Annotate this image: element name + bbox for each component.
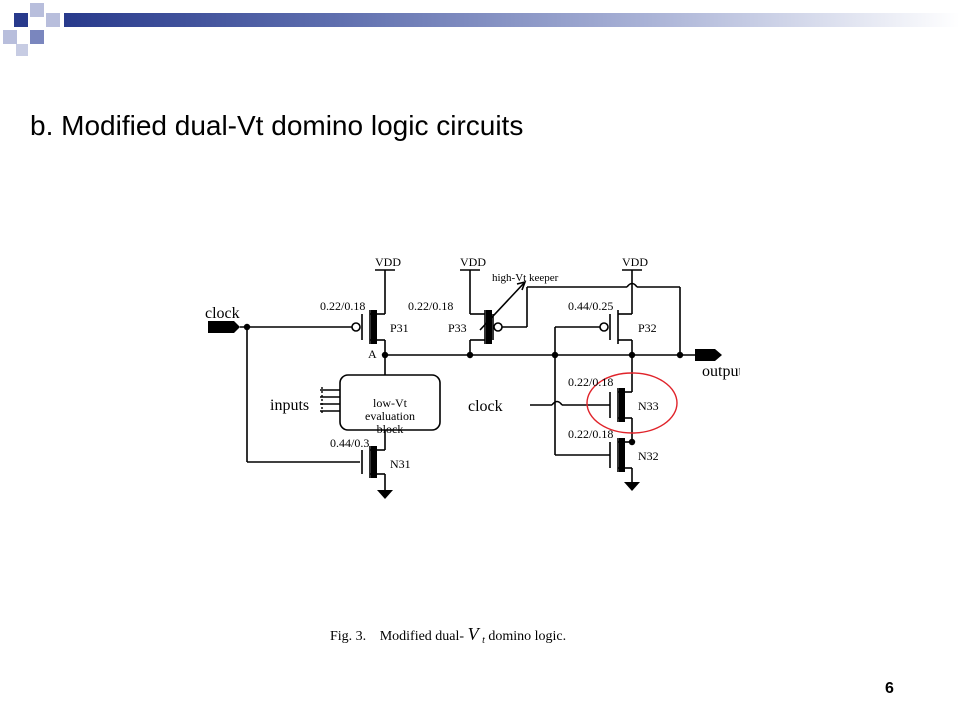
output-label: output [702,363,740,380]
transistor-size-n33: 0.22/0.18 [568,375,613,389]
header-square-light [46,13,60,27]
header-square-light [16,44,28,56]
vdd-label-p32: VDD [622,255,648,269]
figure-caption: Fig. 3. Modified dual- V t domino logic. [330,624,566,647]
transistor-size-p32: 0.44/0.25 [568,299,613,313]
header-gradient-bar [64,13,960,27]
transistor-size-n32: 0.22/0.18 [568,427,613,441]
caption-vt-symbol: V [468,624,481,644]
header-square-light [30,3,44,17]
transistor-name-p33: P33 [448,321,467,335]
vdd-label-p33: VDD [460,255,486,269]
inputs-label: inputs [270,397,309,414]
transistor-name-p32: P32 [638,321,657,335]
svg-text:Fig. 3. Modified dual-: Fig. 3. Modified dual- V t domino logic. [330,624,566,647]
transistor-name-n31: N31 [390,457,411,471]
caption-vt-subscript: t [482,635,485,646]
header-square-mid [30,30,44,44]
domino-logic-circuit-diagram: clock inputs output clock high-Vt keeper… [205,255,740,499]
page-number: 6 [885,680,894,697]
header-square-dark [14,13,28,27]
keeper-label: high-Vt keeper [492,272,559,284]
node-a-label: A [368,347,377,361]
transistor-name-p31: P31 [390,321,409,335]
transistor-size-n31: 0.44/0.3 [330,436,369,450]
caption-text-a: Modified dual- [380,629,465,644]
slide-title: b. Modified dual-Vt domino logic circuit… [30,110,524,141]
transistor-name-n33: N33 [638,399,659,413]
caption-text-b: domino logic. [488,629,566,644]
transistor-size-p31: 0.22/0.18 [320,299,365,313]
eval-block-line-2: evaluation [365,409,415,423]
clock-input-label: clock [205,305,240,322]
transistor-name-n32: N32 [638,449,659,463]
transistor-size-p33: 0.22/0.18 [408,299,453,313]
eval-block-line-1: low-Vt [373,396,408,410]
vdd-label-p31: VDD [375,255,401,269]
clock-label-2: clock [468,398,503,415]
header-square-light [3,30,17,44]
header-decoration [0,0,960,60]
eval-block-line-3: block [377,422,404,436]
caption-prefix: Fig. 3. [330,629,366,644]
